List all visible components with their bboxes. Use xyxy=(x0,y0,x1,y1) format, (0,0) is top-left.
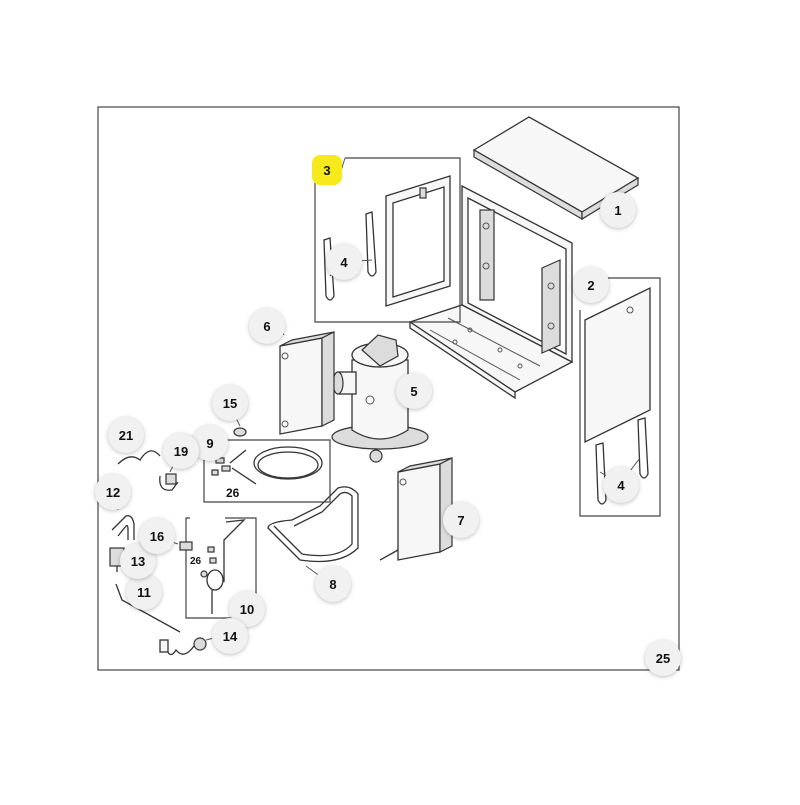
callout-8[interactable]: 8 xyxy=(315,566,351,602)
callout-15[interactable]: 15 xyxy=(212,385,248,421)
part-21-wire xyxy=(117,450,161,465)
part-3-front-panel-group xyxy=(314,157,461,323)
callout-4-right[interactable]: 4 xyxy=(603,467,639,503)
part-11-tube xyxy=(115,583,181,633)
callout-25[interactable]: 25 xyxy=(645,640,681,676)
callout-5[interactable]: 5 xyxy=(396,373,432,409)
part-19-clamp xyxy=(159,473,179,491)
callout-14[interactable]: 14 xyxy=(212,618,248,654)
callout-2[interactable]: 2 xyxy=(573,267,609,303)
part-7-heat-exchanger xyxy=(379,457,453,561)
part-15-nut xyxy=(233,427,247,437)
callout-3-highlighted[interactable]: 3 xyxy=(312,155,342,185)
part-6-heat-exchanger xyxy=(279,331,335,435)
callout-4-left[interactable]: 4 xyxy=(326,244,362,280)
part-10-coil-group xyxy=(185,517,257,619)
part-5-compressor xyxy=(331,334,429,463)
callout-19[interactable]: 19 xyxy=(163,433,199,469)
callout-1[interactable]: 1 xyxy=(600,192,636,228)
label-26-upper: 26 xyxy=(226,486,240,500)
label-26-lower: 26 xyxy=(190,556,202,567)
diagram-frame xyxy=(97,106,680,671)
part-16-fitting xyxy=(179,541,193,551)
callout-11[interactable]: 11 xyxy=(126,574,162,610)
callout-7[interactable]: 7 xyxy=(443,502,479,538)
part-9-valve-group xyxy=(203,439,331,503)
part-2-cabinet-frame xyxy=(408,184,581,400)
part-2-side-panel-group xyxy=(579,277,661,517)
callout-12[interactable]: 12 xyxy=(95,474,131,510)
callout-6[interactable]: 6 xyxy=(249,308,285,344)
callout-16[interactable]: 16 xyxy=(139,518,175,554)
part-4-straps-left xyxy=(323,211,377,301)
part-8-pipe xyxy=(267,486,359,563)
callout-21[interactable]: 21 xyxy=(108,417,144,453)
part-14-switch xyxy=(159,637,207,656)
part-12-fitting xyxy=(111,515,135,540)
